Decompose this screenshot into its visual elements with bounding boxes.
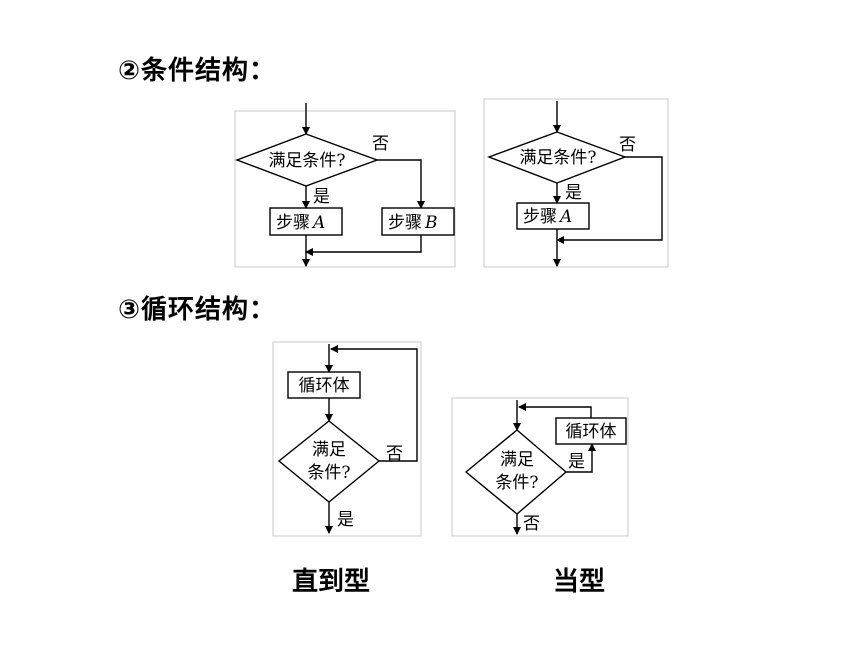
heading-loop: ③循环结构： [118,295,277,325]
yes-branch-arrow [566,443,596,473]
while-loop-diagram: 满足 条件? 是 循环体 否 [451,397,629,537]
no-label: 否 [619,135,636,155]
condition-label-line1: 满足 [312,440,346,460]
no-label: 否 [386,444,403,464]
no-label: 否 [523,514,540,534]
loop-back-arrow [518,403,592,418]
yes-label: 是 [565,183,582,203]
loop-body-label: 循环体 [566,422,617,442]
diagram-frame [483,98,669,268]
condition-label-line2: 条件? [307,463,350,483]
no-label: 否 [372,134,389,154]
step-a-box [516,202,590,230]
step-b-box [381,207,455,236]
no-loop-back-arrow [330,345,418,462]
yes-label: 是 [568,452,585,472]
diagram-frame [234,110,456,268]
until-loop-diagram: 循环体 满足 条件? 否 是 [272,341,422,537]
condition-label: 满足条件? [268,151,345,171]
loop-body-box [287,371,361,399]
condition-label: 满足条件? [519,148,596,168]
caption-while-loop: 当型 [553,567,606,597]
loop-body-label: 循环体 [299,376,350,396]
no-branch-arrow [377,159,425,209]
condition-label-line1: 满足 [500,450,534,470]
caption-until-loop: 直到型 [292,567,371,597]
condition-label-line2: 条件? [495,473,538,493]
merge-arrow [305,235,422,256]
no-branch-arrow [556,156,663,244]
yes-label: 是 [337,510,354,530]
yes-label: 是 [313,187,330,207]
heading-conditional: ②条件结构： [118,56,277,86]
step-a-box [269,207,343,236]
